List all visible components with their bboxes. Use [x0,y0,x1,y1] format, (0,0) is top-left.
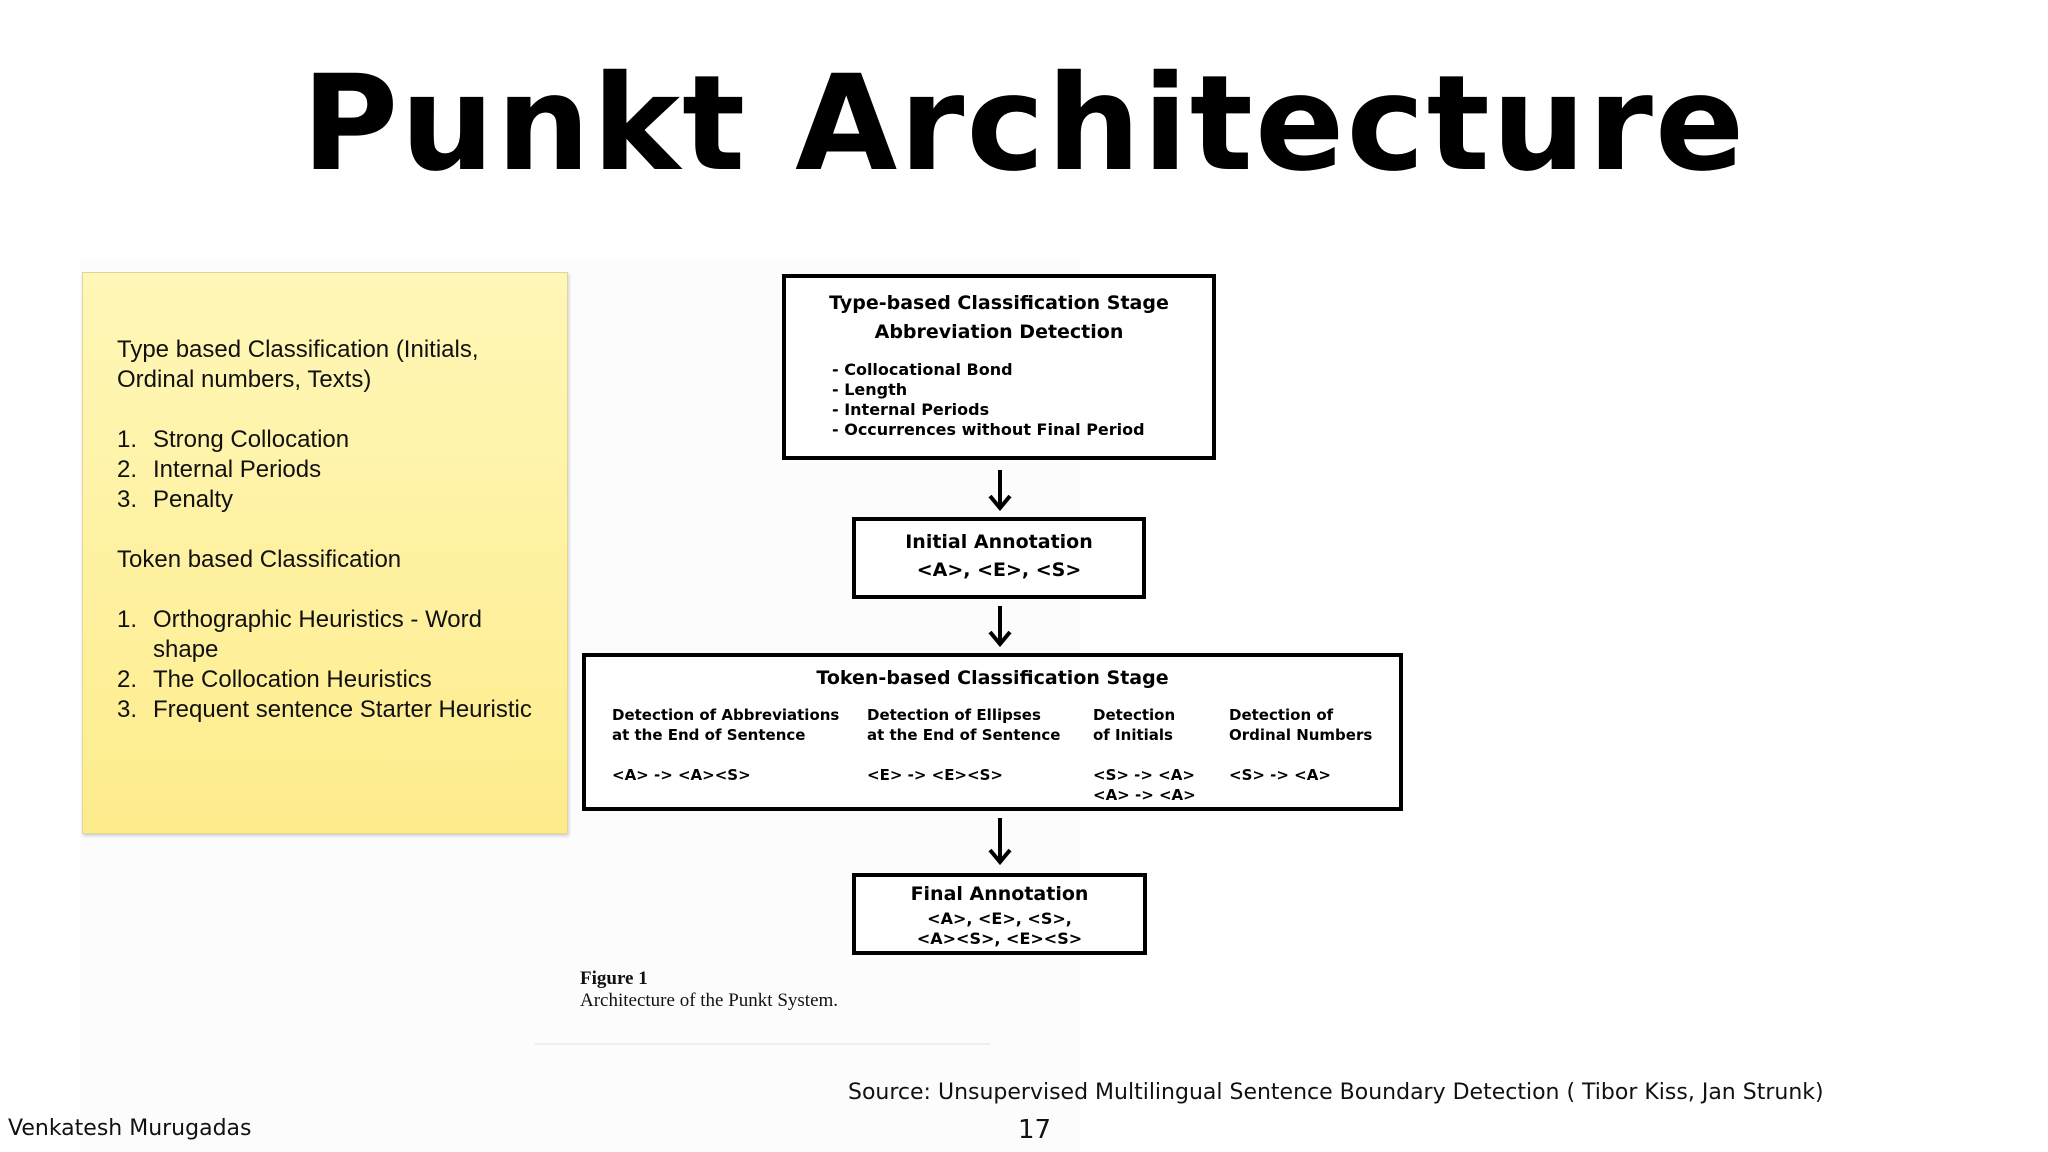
initial-annotation-title: Initial Annotation [905,531,1093,553]
token-stage-box: Token-based Classification Stage Detecti… [582,653,1403,811]
list-item: - Occurrences without Final Period [832,420,1145,439]
divider [535,1043,990,1045]
list-item: 1.Strong Collocation [117,426,350,453]
note-heading-token-based: Token based Classification [117,546,402,573]
list-item: 2.The Collocation Heuristics [117,666,432,693]
arrow-down-icon [988,818,1012,866]
note-list-token-based: 1.Orthographic Heuristics - Word shape 2… [117,605,537,725]
figure-caption-text: Architecture of the Punkt System. [580,990,839,1011]
initial-annotation-box: Initial Annotation <A>, <E>, <S> [852,517,1146,599]
author-name: Venkatesh Murugadas [8,1116,252,1141]
list-item: 2.Internal Periods [117,456,322,483]
final-annotation-line1: <A>, <E>, <S>, [927,909,1072,928]
sticky-note: Type based Classification (Initials, Ord… [82,272,568,834]
list-item: 1.Orthographic Heuristics - Word shape [117,606,482,663]
source-citation: Source: Unsupervised Multilingual Senten… [848,1080,1824,1105]
column-initials: Detection of Initials <S> -> <A> <A> -> … [1093,706,1196,804]
type-stage-items: - Collocational Bond - Length - Internal… [832,360,1145,440]
figure-label: Figure 1 [580,968,648,989]
final-annotation-title: Final Annotation [910,883,1089,905]
list-item: 3.Frequent sentence Starter Heuristic [117,696,532,723]
final-annotation-box: Final Annotation <A>, <E>, <S>, <A><S>, … [852,873,1147,955]
page-number: 17 [1018,1115,1052,1145]
column-ellipses: Detection of Ellipses at the End of Sent… [867,706,1061,784]
type-stage-subtitle: Abbreviation Detection [874,321,1124,343]
slide-title: Punkt Architecture [301,47,1747,201]
list-item: 3.Penalty [117,486,234,513]
note-heading-type-based: Type based Classification (Initials, Ord… [117,336,479,393]
final-annotation-line2: <A><S>, <E><S> [916,929,1083,948]
note-list-type-based: 1.Strong Collocation 2.Internal Periods … [117,425,537,515]
token-stage-title: Token-based Classification Stage [816,667,1169,689]
list-item: - Internal Periods [832,400,990,419]
initial-annotation-value: <A>, <E>, <S> [916,559,1082,581]
arrow-down-icon [988,470,1012,512]
type-stage-title: Type-based Classification Stage [829,292,1169,314]
arrow-down-icon [988,606,1012,648]
figure-caption: Figure 1 Architecture of the Punkt Syste… [580,968,838,1012]
column-abbreviations: Detection of Abbreviations at the End of… [612,706,840,784]
list-item: - Length [832,380,908,399]
type-stage-box: Type-based Classification Stage Abbrevia… [782,274,1216,460]
column-ordinals: Detection of Ordinal Numbers <S> -> <A> [1229,706,1373,784]
list-item: - Collocational Bond [832,360,1013,379]
